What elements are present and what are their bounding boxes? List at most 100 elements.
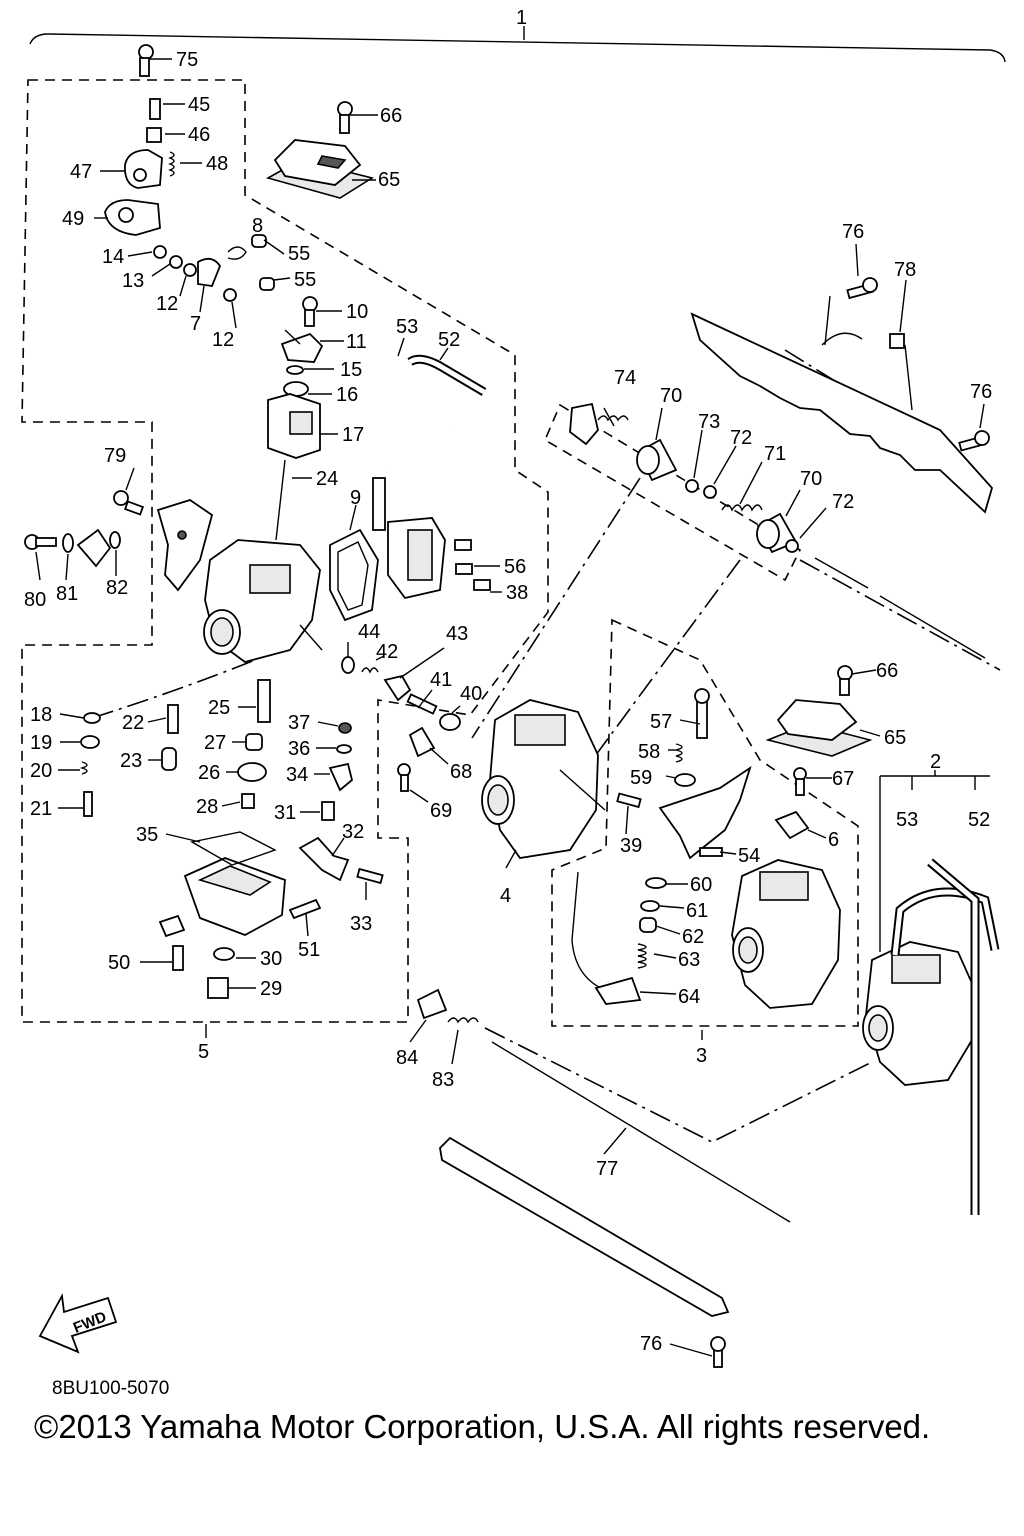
lever-assy-74 <box>569 402 629 446</box>
label-23: 23 <box>120 750 142 772</box>
label-47: 47 <box>70 161 92 183</box>
ring-82b <box>109 531 121 549</box>
label-34: 34 <box>286 764 308 786</box>
bracket-6 <box>774 810 810 840</box>
label-56: 56 <box>504 556 526 578</box>
sub-assembly-5-outline <box>21 79 549 1023</box>
screws-76-top <box>846 277 990 452</box>
bracket-part <box>156 499 214 592</box>
part-labels: 1 2 3 4 5 6 7 8 9 10 11 12 12 13 14 15 1… <box>24 7 992 1355</box>
label-4: 4 <box>500 885 511 907</box>
label-54: 54 <box>738 845 760 867</box>
hose-piece <box>372 477 386 531</box>
shaft <box>814 557 986 659</box>
screw-75 <box>138 44 154 77</box>
label-15: 15 <box>340 359 362 381</box>
label-60: 60 <box>690 874 712 896</box>
label-53a: 53 <box>396 316 418 338</box>
label-11: 11 <box>346 331 367 353</box>
bottom-bracket <box>439 1136 730 1317</box>
label-52b: 52 <box>968 809 990 831</box>
carburetor-3 <box>731 859 841 1009</box>
label-79: 79 <box>104 445 126 467</box>
jet-23 <box>161 747 177 771</box>
nut-46 <box>146 127 162 143</box>
label-66a: 66 <box>380 105 402 127</box>
label-55b: 55 <box>294 269 316 291</box>
label-17: 17 <box>342 424 364 446</box>
label-10: 10 <box>346 301 368 323</box>
label-1: 1 <box>516 7 527 29</box>
label-53b: 53 <box>896 809 918 831</box>
label-72b: 72 <box>832 491 854 513</box>
label-66b: 66 <box>876 660 898 682</box>
spring-20 <box>79 761 88 775</box>
label-82: 82 <box>106 577 128 599</box>
label-83: 83 <box>432 1069 454 1091</box>
shaft-77 <box>491 1041 791 1223</box>
label-67: 67 <box>832 768 854 790</box>
jet-27 <box>245 733 263 751</box>
label-59: 59 <box>630 767 652 789</box>
label-50: 50 <box>108 952 130 974</box>
label-84: 84 <box>396 1047 418 1069</box>
label-75: 75 <box>176 49 198 71</box>
label-27: 27 <box>204 732 226 754</box>
ring-73 <box>685 479 699 493</box>
linkage-box <box>543 403 802 582</box>
diagram-code: 8BU100-5070 <box>52 1378 170 1399</box>
spring-71 <box>721 504 763 512</box>
screw-39 <box>616 792 642 809</box>
label-29: 29 <box>260 978 282 1000</box>
float-32 <box>298 836 350 882</box>
label-26: 26 <box>198 762 220 784</box>
label-63: 63 <box>678 949 700 971</box>
label-46: 46 <box>188 124 210 146</box>
label-3: 3 <box>696 1045 707 1067</box>
label-48: 48 <box>206 153 228 175</box>
label-21: 21 <box>30 798 52 820</box>
label-57: 57 <box>650 711 672 733</box>
hose-53 <box>382 347 458 471</box>
label-45: 45 <box>188 94 210 116</box>
label-80: 80 <box>24 589 46 611</box>
ring-72b <box>785 539 799 553</box>
label-68: 68 <box>450 761 472 783</box>
label-42: 42 <box>376 641 398 663</box>
label-7: 7 <box>190 313 201 335</box>
label-9: 9 <box>350 487 361 509</box>
top-cover-65 <box>265 139 375 199</box>
spring-63 <box>637 943 647 969</box>
gasket-35 <box>190 831 277 866</box>
cap-84 <box>416 988 448 1020</box>
ring-30 <box>213 947 235 961</box>
label-65b: 65 <box>884 727 906 749</box>
label-31: 31 <box>274 802 296 824</box>
label-40: 40 <box>460 683 482 705</box>
label-20: 20 <box>30 760 52 782</box>
label-76c: 76 <box>640 1333 662 1355</box>
label-24: 24 <box>316 468 338 490</box>
leader-lines <box>35 58 985 1357</box>
screw-76-bottom <box>710 1336 726 1368</box>
carburetor-2 <box>862 941 976 1086</box>
screw-66b <box>837 665 853 696</box>
label-36: 36 <box>288 738 310 760</box>
caps-55 <box>251 234 275 291</box>
diaphragm-chamber <box>387 517 446 600</box>
screw-43 <box>383 674 412 702</box>
label-35: 35 <box>136 824 158 846</box>
screw-69 <box>397 763 411 792</box>
label-64: 64 <box>678 986 700 1008</box>
label-18: 18 <box>30 704 52 726</box>
ring-72a <box>703 485 717 499</box>
label-39: 39 <box>620 835 642 857</box>
label-38: 38 <box>506 582 528 604</box>
lever-7 <box>197 257 222 287</box>
label-58: 58 <box>638 741 660 763</box>
label-72a: 72 <box>730 427 752 449</box>
cover-17 <box>267 393 321 459</box>
label-16: 16 <box>336 384 358 406</box>
needle-jet-22 <box>167 704 179 734</box>
label-8: 8 <box>252 215 263 237</box>
